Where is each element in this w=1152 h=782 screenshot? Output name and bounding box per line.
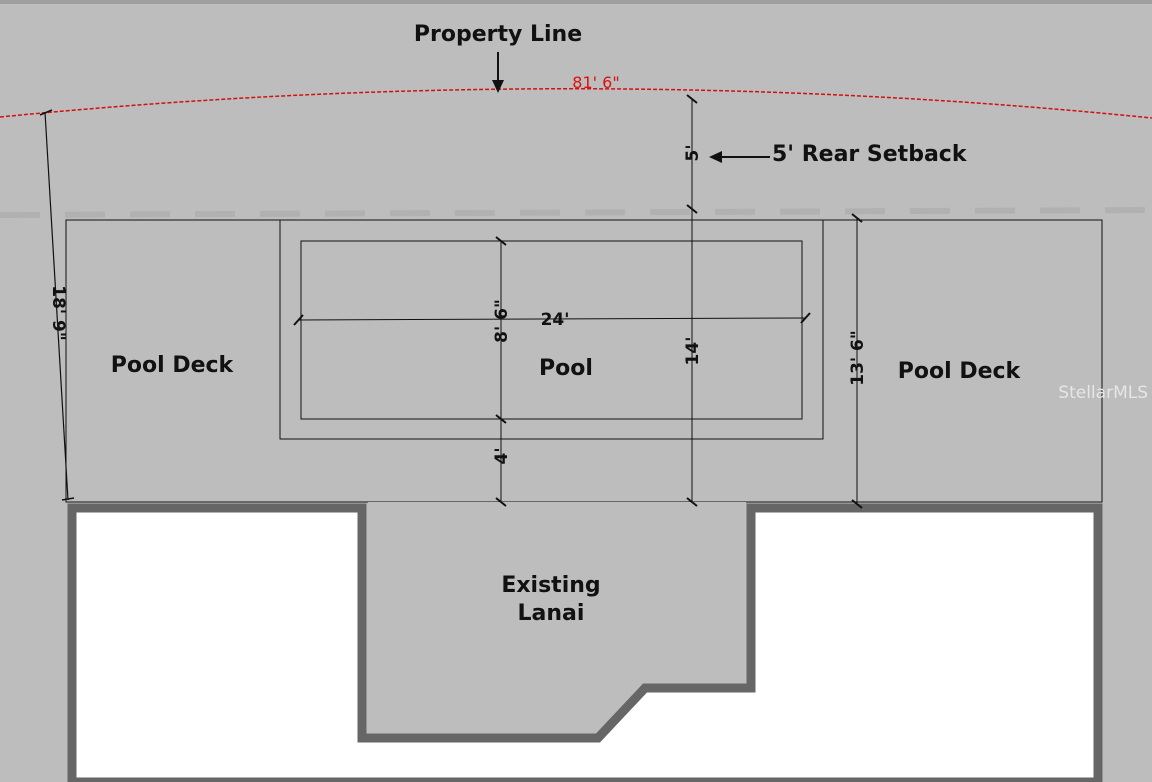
dim-deck-depth: 13' 6" <box>848 330 868 385</box>
side-property-line <box>44 111 69 501</box>
pool-label: Pool <box>539 356 593 381</box>
dim-line-pool-length <box>297 317 807 321</box>
dim-setback: 5' <box>683 144 703 161</box>
dim-total-depth: 14' <box>683 337 703 366</box>
existing-lanai <box>368 502 746 730</box>
watermark: StellarMLS <box>1058 383 1148 403</box>
setback-label: 5' Rear Setback <box>772 142 968 167</box>
pool <box>300 240 803 420</box>
dim-pool-length: 24' <box>541 310 570 330</box>
property-line-title: Property Line <box>414 22 582 47</box>
house <box>67 503 1103 782</box>
lanai-label-line1: Existing <box>501 573 600 598</box>
lanai-label-line2: Lanai <box>518 601 585 626</box>
dim-pool-to-house: 4' <box>492 447 512 464</box>
dim-pool-width: 8' 6" <box>492 299 512 343</box>
pool-coping <box>279 219 824 440</box>
property-line-arrow <box>492 52 504 93</box>
property-line-length: 81' 6" <box>572 73 619 92</box>
pool-deck-right-label: Pool Deck <box>898 359 1022 384</box>
dim-side-depth: 18' 9" <box>48 285 68 340</box>
property-line-arc <box>0 88 1152 119</box>
setback-arrow <box>709 151 770 163</box>
pool-deck-left-label: Pool Deck <box>111 353 235 378</box>
